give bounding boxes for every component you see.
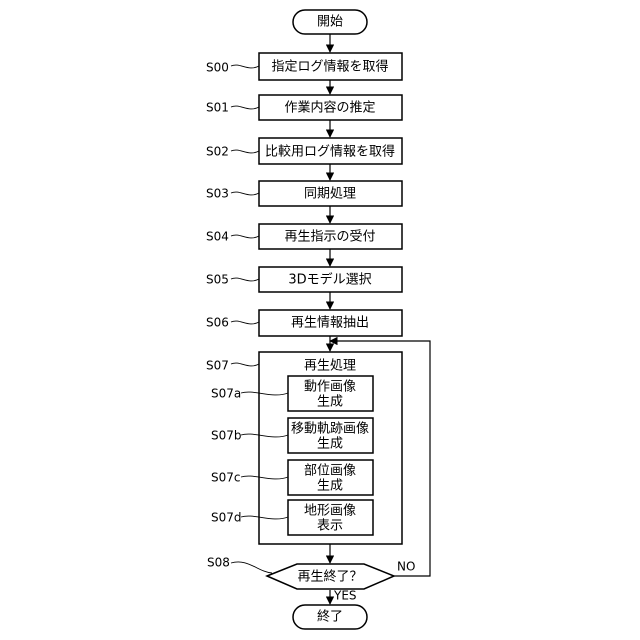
decision-s08: 再生終了？ S08 NO YES: [207, 556, 415, 603]
decision-no-label: NO: [397, 560, 415, 574]
step-s05-text: 3Dモデル選択: [288, 272, 371, 288]
substep-s07b-label: S07b: [211, 429, 242, 443]
substep-s07c-line2: 生成: [317, 479, 343, 494]
step-s04-text: 再生指示の受付: [284, 230, 375, 245]
step-s00: 指定ログ情報を取得 S00: [206, 53, 402, 80]
step-s02: 比較用ログ情報を取得 S02: [206, 138, 402, 164]
substep-s07c-line1: 部位画像: [304, 464, 356, 479]
substep-s07c: 部位画像 生成 S07c: [211, 460, 373, 495]
decision-s08-text: 再生終了？: [297, 569, 362, 585]
substep-s07b-line2: 生成: [317, 437, 343, 452]
step-s00-text: 指定ログ情報を取得: [271, 59, 388, 75]
step-s07-group: 再生処理 S07 動作画像 生成 S07a 移動軌跡画像 生成 S07b 部位画…: [206, 352, 402, 544]
step-s01-text: 作業内容の推定: [284, 100, 375, 116]
step-s04: 再生指示の受付 S04: [206, 224, 402, 249]
substep-s07a-line1: 動作画像: [304, 380, 356, 395]
step-s02-leader: [231, 150, 259, 153]
decision-s08-leader: [231, 562, 272, 573]
step-s06-text: 再生情報抽出: [291, 316, 369, 331]
substep-s07d-line2: 表示: [317, 519, 343, 534]
step-s06-leader: [231, 321, 259, 324]
start-terminal: 開始: [293, 10, 367, 34]
substep-s07b-line1: 移動軌跡画像: [291, 421, 369, 437]
decision-s08-label: S08: [207, 556, 230, 570]
step-s07-leader: [231, 363, 259, 366]
step-s02-label: S02: [206, 145, 229, 159]
step-s05: 3Dモデル選択 S05: [206, 267, 402, 292]
substep-s07d-line1: 地形画像: [304, 504, 356, 519]
substep-s07a-label: S07a: [211, 387, 241, 401]
step-s00-label: S00: [206, 61, 229, 75]
step-s07-title: 再生処理: [304, 359, 356, 374]
step-s01: 作業内容の推定 S01: [206, 95, 402, 120]
step-s03: 同期処理 S03: [206, 181, 402, 206]
step-s00-leader: [231, 65, 259, 68]
step-s04-leader: [231, 235, 259, 238]
substep-s07a: 動作画像 生成 S07a: [211, 376, 373, 411]
step-s03-leader: [231, 192, 259, 195]
substep-s07d-label: S07d: [211, 511, 242, 525]
step-s01-leader: [231, 106, 259, 109]
end-terminal: 終了: [293, 605, 367, 629]
step-s06-label: S06: [206, 316, 229, 330]
step-s01-label: S01: [206, 101, 229, 115]
step-s03-label: S03: [206, 187, 229, 201]
step-s03-text: 同期処理: [304, 187, 356, 202]
step-s04-label: S04: [206, 230, 229, 244]
substep-s07a-line2: 生成: [317, 395, 343, 410]
start-text: 開始: [317, 15, 343, 30]
step-s05-leader: [231, 278, 259, 281]
substep-s07c-label: S07c: [211, 471, 240, 485]
substep-s07d: 地形画像 表示 S07d: [211, 500, 373, 535]
step-s06: 再生情報抽出 S06: [206, 310, 402, 336]
end-text: 終了: [317, 609, 343, 625]
step-s05-label: S05: [206, 273, 229, 287]
substep-s07b: 移動軌跡画像 生成 S07b: [211, 418, 373, 453]
step-s07-label: S07: [206, 359, 229, 373]
step-s02-text: 比較用ログ情報を取得: [265, 144, 395, 160]
decision-yes-label: YES: [333, 589, 357, 603]
